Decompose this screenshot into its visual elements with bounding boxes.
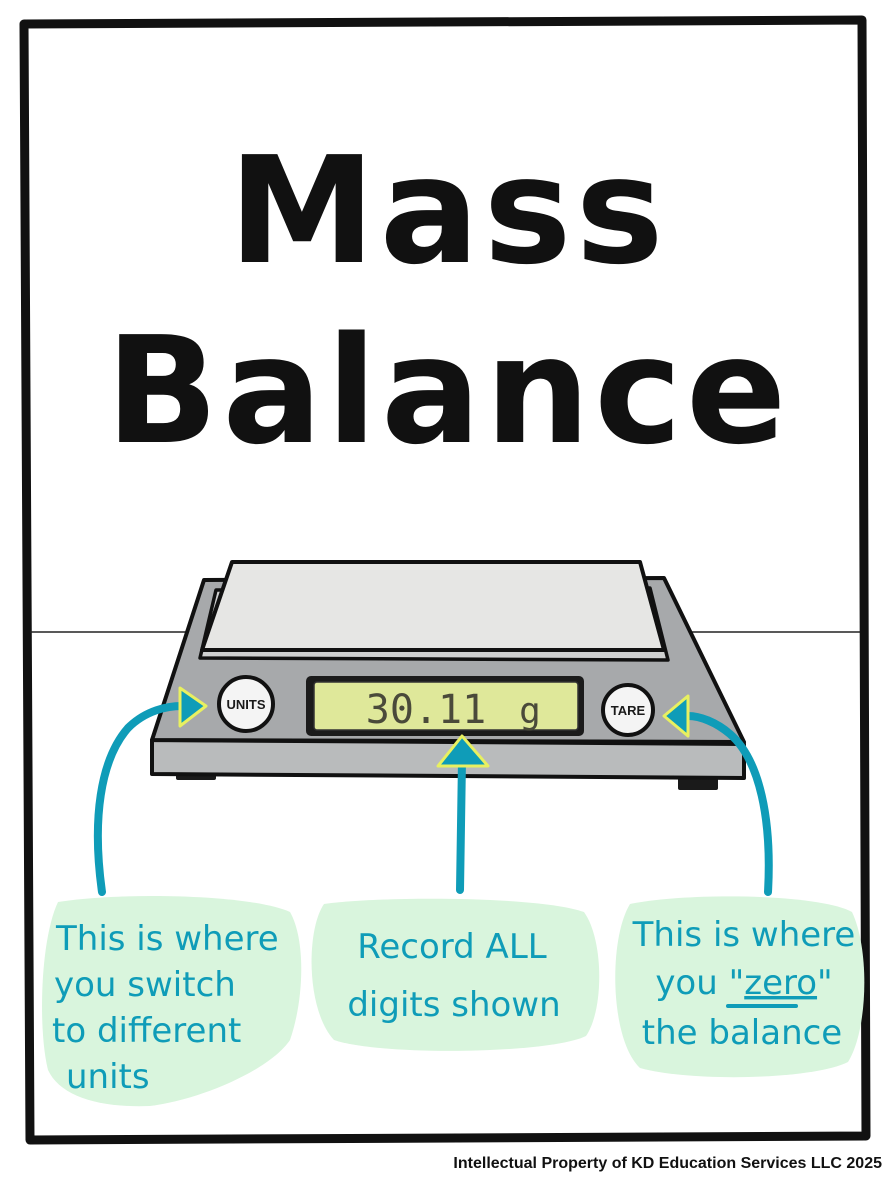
display-unit: g — [519, 691, 541, 732]
units-button-circle[interactable] — [217, 675, 275, 733]
title-line-mass: Mass — [228, 125, 667, 297]
balance-pan — [200, 560, 666, 652]
note-tare-line2-post: " — [817, 963, 833, 1003]
arrow-tare-head — [662, 694, 690, 738]
note-bubble-tare — [615, 896, 865, 1078]
units-button[interactable]: UNITS — [217, 675, 275, 733]
display-value: 30.11 — [366, 687, 486, 733]
arrow-units — [93, 702, 186, 896]
balance-display-screen — [313, 681, 579, 731]
note-units-line4: units — [66, 1057, 150, 1097]
tare-button[interactable]: TARE — [601, 683, 655, 737]
note-tare-line3: the balance — [642, 1013, 842, 1053]
note-tare-line1: This is where — [632, 915, 856, 955]
note-bubble-units — [42, 896, 302, 1107]
copyright-credit: Intellectual Property of KD Education Se… — [453, 1155, 882, 1172]
arrow-record — [456, 756, 466, 894]
note-tare-line2-em: zero — [744, 963, 817, 1003]
note-units-line2: you switch — [54, 965, 236, 1005]
units-button-label: UNITS — [227, 697, 266, 712]
arrow-units-head — [178, 686, 208, 728]
note-tare-line2-pre: you " — [655, 963, 744, 1003]
note-units-line1: This is where — [55, 919, 279, 959]
note-bubble-record — [311, 898, 600, 1051]
note-record-line2: digits shown — [347, 985, 560, 1025]
tare-button-circle[interactable] — [601, 683, 655, 737]
tare-button-label: TARE — [611, 703, 646, 718]
title-line-balance: Balance — [106, 305, 791, 477]
arrow-record-head — [436, 734, 490, 768]
note-record-line1: Record ALL — [357, 927, 546, 967]
note-tare-line2: you "zero" — [655, 963, 832, 1003]
arrow-tare — [684, 712, 773, 896]
note-units-line3: to different — [52, 1011, 241, 1051]
